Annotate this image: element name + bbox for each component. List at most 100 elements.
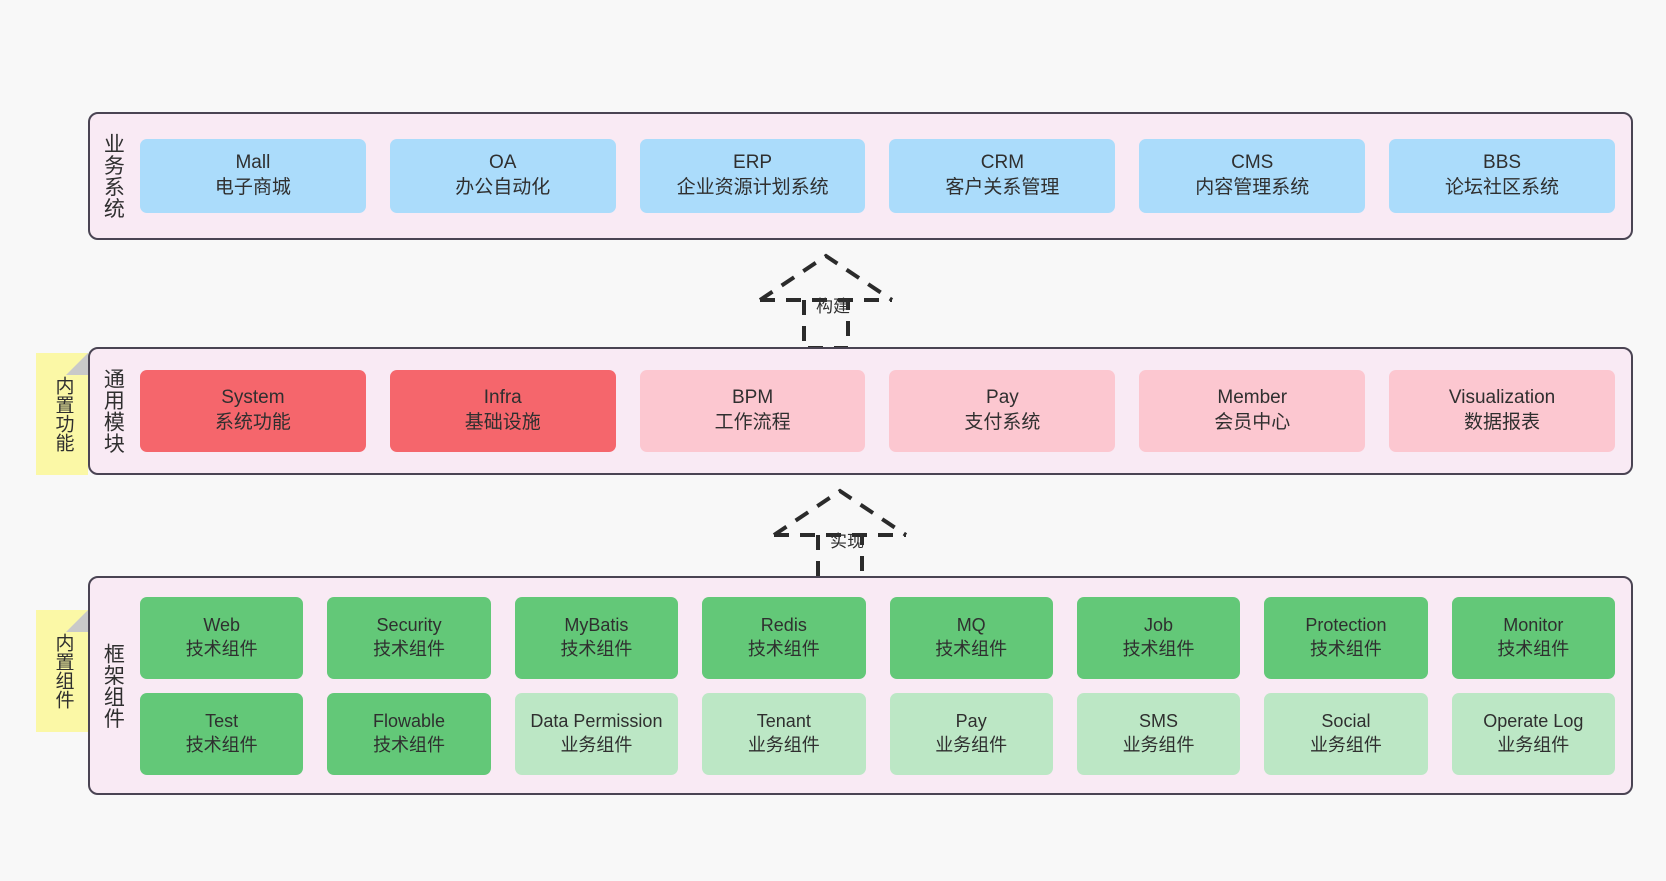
- card-title: MQ: [956, 615, 986, 636]
- card-system[interactable]: System 系统功能: [140, 370, 366, 452]
- card-title: SMS: [1139, 711, 1179, 732]
- card-subtitle: 数据报表: [1464, 412, 1541, 433]
- card-subtitle: 业务组件: [1309, 734, 1382, 755]
- connector-label-build: 构建: [816, 297, 850, 316]
- card-pay-module[interactable]: Pay 支付系统: [889, 370, 1116, 452]
- layer-body-business: Mall 电子商城 OA 办公自动化 ERP 企业资源计划系统 CRM 客户关系…: [134, 114, 1631, 238]
- card-pay-component[interactable]: Pay 业务组件: [889, 692, 1053, 775]
- card-mq[interactable]: MQ 技术组件: [889, 596, 1053, 679]
- layer-body-framework: Web 技术组件 Security 技术组件 MyBatis 技术组件 Redi…: [134, 578, 1631, 793]
- card-tenant[interactable]: Tenant 业务组件: [702, 692, 866, 775]
- card-title: Visualization: [1448, 387, 1556, 409]
- card-job[interactable]: Job 技术组件: [1076, 596, 1241, 679]
- card-infra[interactable]: Infra 基础设施: [389, 370, 616, 452]
- note-label: 内置功能: [52, 376, 74, 452]
- card-erp[interactable]: ERP 企业资源计划系统: [639, 139, 866, 213]
- card-subtitle: 技术组件: [373, 734, 446, 755]
- card-title: OA: [489, 152, 517, 174]
- card-subtitle: 电子商城: [214, 177, 291, 198]
- note-builtin-components: 内置组件: [36, 610, 88, 732]
- card-cms[interactable]: CMS 内容管理系统: [1139, 139, 1366, 213]
- card-subtitle: 业务组件: [1122, 734, 1195, 755]
- card-title: BBS: [1483, 152, 1522, 174]
- card-title: CRM: [980, 152, 1025, 174]
- card-subtitle: 支付系统: [964, 412, 1041, 433]
- layer-body-modules: System 系统功能 Infra 基础设施 BPM 工作流程 Pay 支付系统…: [134, 349, 1631, 473]
- card-subtitle: 内容管理系统: [1195, 177, 1310, 198]
- card-subtitle: 技术组件: [935, 638, 1008, 659]
- business-card-row: Mall 电子商城 OA 办公自动化 ERP 企业资源计划系统 CRM 客户关系…: [140, 139, 1615, 213]
- card-title: System: [221, 387, 285, 409]
- card-subtitle: 技术组件: [1309, 638, 1382, 659]
- card-visualization[interactable]: Visualization 数据报表: [1389, 370, 1615, 452]
- card-subtitle: 企业资源计划系统: [676, 177, 829, 198]
- card-test[interactable]: Test 技术组件: [140, 692, 304, 775]
- card-title: ERP: [733, 152, 773, 174]
- card-subtitle: 技术组件: [373, 638, 446, 659]
- card-subtitle: 会员中心: [1214, 412, 1291, 433]
- layer-title-framework: 框架组件: [101, 642, 125, 729]
- generalization-arrow-icon: [758, 253, 894, 350]
- layer-common-modules: 通用模块 System 系统功能 Infra 基础设施 BPM 工作流程 Pay: [88, 347, 1633, 475]
- card-crm[interactable]: CRM 客户关系管理: [889, 139, 1116, 213]
- card-subtitle: 工作流程: [714, 412, 791, 433]
- card-bbs[interactable]: BBS 论坛社区系统: [1389, 139, 1615, 213]
- framework-card-row-2: Test 技术组件 Flowable 技术组件 Data Permission …: [140, 692, 1615, 775]
- card-data-permission[interactable]: Data Permission 业务组件: [514, 692, 679, 775]
- card-flowable[interactable]: Flowable 技术组件: [327, 692, 491, 775]
- card-subtitle: 技术组件: [560, 638, 633, 659]
- card-member[interactable]: Member 会员中心: [1139, 370, 1366, 452]
- card-title: BPM: [731, 387, 774, 409]
- card-title: Pay: [986, 387, 1019, 409]
- card-title: Pay: [955, 711, 987, 732]
- card-title: Test: [205, 711, 239, 732]
- card-subtitle: 论坛社区系统: [1445, 177, 1560, 198]
- card-subtitle: 办公自动化: [455, 177, 551, 198]
- framework-card-row-1: Web 技术组件 Security 技术组件 MyBatis 技术组件 Redi…: [140, 596, 1615, 679]
- card-title: CMS: [1231, 152, 1274, 174]
- card-mall[interactable]: Mall 电子商城: [140, 139, 366, 213]
- card-subtitle: 业务组件: [747, 734, 820, 755]
- note-builtin-functions: 内置功能: [36, 353, 88, 475]
- card-title: Operate Log: [1483, 711, 1584, 732]
- card-subtitle: 基础设施: [464, 412, 541, 433]
- card-web[interactable]: Web 技术组件: [140, 596, 304, 679]
- card-protection[interactable]: Protection 技术组件: [1264, 596, 1428, 679]
- layer-title-modules: 通用模块: [101, 368, 125, 454]
- card-social[interactable]: Social 业务组件: [1264, 692, 1428, 775]
- card-sms[interactable]: SMS 业务组件: [1076, 692, 1241, 775]
- card-subtitle: 业务组件: [935, 734, 1008, 755]
- card-title: Member: [1217, 387, 1288, 409]
- connector-label-implement: 实现: [830, 532, 864, 551]
- card-subtitle: 业务组件: [1497, 734, 1570, 755]
- card-title: Protection: [1305, 615, 1387, 636]
- card-title: Redis: [760, 615, 807, 636]
- module-card-row: System 系统功能 Infra 基础设施 BPM 工作流程 Pay 支付系统…: [140, 370, 1615, 452]
- card-oa[interactable]: OA 办公自动化: [389, 139, 616, 213]
- card-security[interactable]: Security 技术组件: [327, 596, 491, 679]
- note-label: 内置组件: [52, 633, 74, 709]
- card-bpm[interactable]: BPM 工作流程: [639, 370, 866, 452]
- generalization-arrow-icon: [772, 488, 908, 585]
- card-subtitle: 系统功能: [214, 412, 291, 433]
- card-title: Infra: [483, 387, 522, 409]
- card-subtitle: 客户关系管理: [945, 177, 1060, 198]
- card-title: Monitor: [1503, 615, 1564, 636]
- card-subtitle: 技术组件: [185, 734, 258, 755]
- card-subtitle: 技术组件: [747, 638, 820, 659]
- layer-business-systems: 业务系统 Mall 电子商城 OA 办公自动化 ERP 企业资源计划系统 CRM: [88, 112, 1633, 240]
- card-mybatis[interactable]: MyBatis 技术组件: [514, 596, 679, 679]
- card-title: Social: [1321, 711, 1371, 732]
- card-subtitle: 技术组件: [1122, 638, 1195, 659]
- card-operate-log[interactable]: Operate Log 业务组件: [1451, 692, 1615, 775]
- card-title: Data Permission: [530, 711, 663, 732]
- card-title: Web: [203, 615, 241, 636]
- card-subtitle: 业务组件: [560, 734, 633, 755]
- card-title: MyBatis: [564, 615, 629, 636]
- card-redis[interactable]: Redis 技术组件: [702, 596, 866, 679]
- card-subtitle: 技术组件: [1497, 638, 1570, 659]
- layer-framework-components: 框架组件 Web 技术组件 Security 技术组件 MyBatis 技术组件…: [88, 576, 1633, 795]
- layer-title-business: 业务系统: [101, 133, 125, 219]
- card-monitor[interactable]: Monitor 技术组件: [1451, 596, 1615, 679]
